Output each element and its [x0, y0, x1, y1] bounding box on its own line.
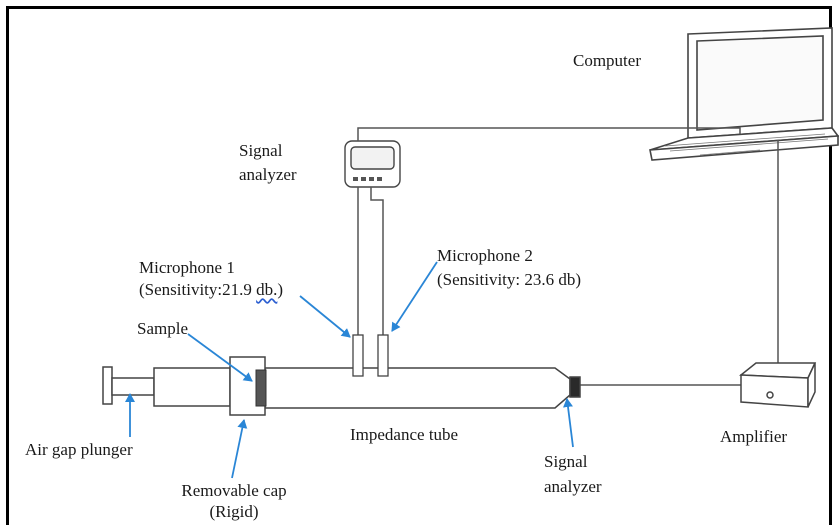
- mic1-arrow: [299, 295, 351, 338]
- sample-label: Sample: [137, 319, 188, 338]
- cap-arrow: [231, 419, 248, 479]
- mic2-arrow: [391, 261, 438, 332]
- removable-cap-label-line1: Removable cap: [181, 481, 287, 500]
- cables: [357, 127, 779, 386]
- signal-analyzer-bottom-label-line1: Signal: [544, 452, 588, 471]
- signal-analyzer-bottom-label-line2: analyzer: [544, 477, 602, 496]
- microphone-1: [352, 334, 364, 377]
- air-gap-plunger-label: Air gap plunger: [25, 440, 133, 459]
- pointer-arrows: [125, 261, 574, 479]
- impedance-tube-label: Impedance tube: [350, 425, 459, 444]
- amplifier-icon: [738, 362, 817, 408]
- laptop-icon: [649, 27, 839, 161]
- signal-analyzer-top-label-line1: Signal: [239, 141, 283, 160]
- mic2-label-line2: (Sensitivity: 23.6 db): [437, 270, 582, 289]
- impedance-tube: [264, 367, 581, 409]
- mic1-label-line2: (Sensitivity:21.9 db.): [139, 280, 284, 299]
- microphone-2: [377, 334, 389, 377]
- mic1-label-line1: Microphone 1: [139, 258, 235, 277]
- signal-analyzer-icon: [344, 140, 401, 188]
- air-gap-plunger: [102, 366, 231, 407]
- removable-cap-label-line2: (Rigid): [209, 502, 259, 521]
- bottom-analyzer-arrow: [563, 398, 574, 448]
- mic2-label-line1: Microphone 2: [437, 246, 533, 265]
- sample: [255, 369, 267, 407]
- signal-analyzer-top-label-line2: analyzer: [239, 165, 297, 184]
- sample-arrow: [187, 333, 253, 382]
- computer-label: Computer: [573, 51, 641, 70]
- amplifier-label: Amplifier: [720, 427, 788, 446]
